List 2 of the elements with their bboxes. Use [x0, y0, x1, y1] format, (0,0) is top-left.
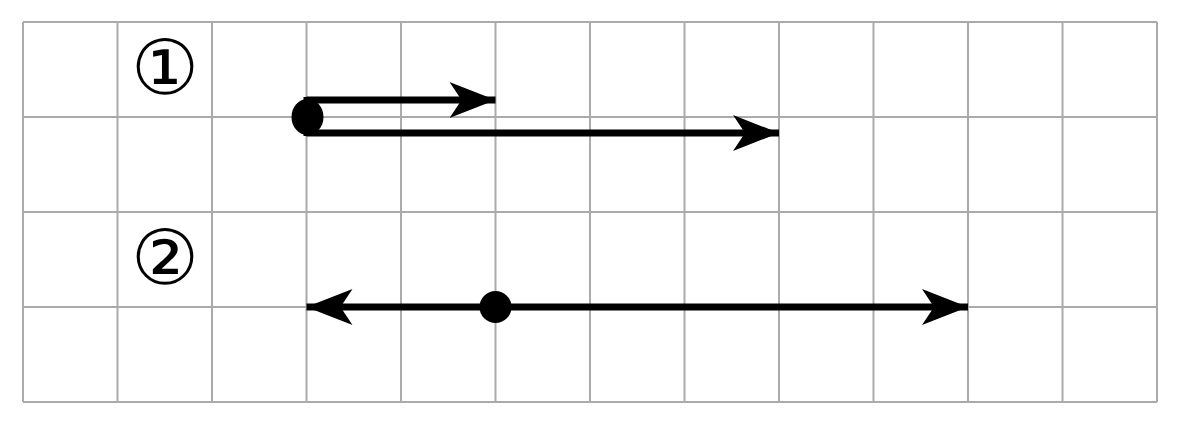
figure-number: ② — [130, 220, 200, 296]
figure-number: ① — [130, 30, 200, 106]
